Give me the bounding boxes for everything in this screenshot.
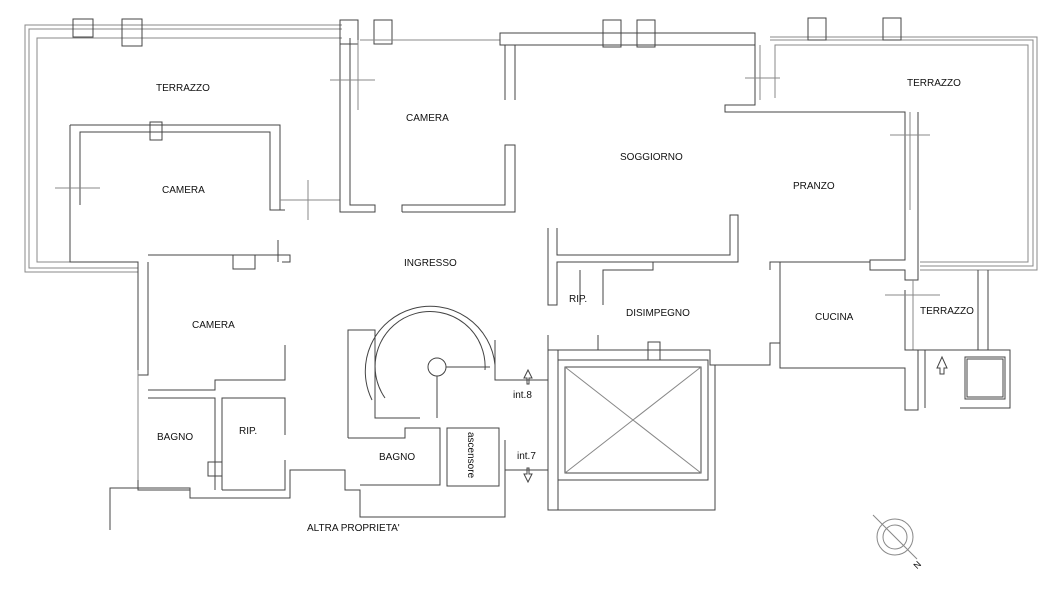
label-altra-proprieta: ALTRA PROPRIETA' (307, 523, 400, 534)
small-terrace-walls (905, 270, 1011, 409)
right-walls (724, 17, 1038, 281)
room-label-camera-bottom: CAMERA (192, 320, 235, 331)
room-label-rip-center: RIP. (569, 294, 588, 305)
room-label-pranzo: PRANZO (793, 181, 835, 192)
stair-walls (347, 305, 716, 511)
room-label-bagno-center: BAGNO (379, 452, 416, 463)
room-label-soggiorno: SOGGIORNO (620, 152, 683, 163)
compass-icon (872, 514, 918, 560)
left-terrace-walls (24, 18, 342, 273)
label-int7: int.7 (517, 451, 536, 462)
center-walls (330, 19, 756, 213)
room-label-ingresso: INGRESSO (404, 258, 457, 269)
room-label-bagno-left: BAGNO (157, 432, 194, 443)
room-label-terrazzo-right: TERRAZZO (907, 78, 961, 89)
room-label-cucina: CUCINA (815, 312, 854, 323)
label-int8: int.8 (513, 390, 532, 401)
camera-bottom-walls (109, 240, 506, 530)
room-label-ascensore: ascensore (465, 432, 476, 479)
room-label-rip-left: RIP. (239, 426, 258, 437)
disimpegno-walls (547, 214, 940, 411)
room-label-terrazzo-small: TERRAZZO (920, 306, 974, 317)
room-label-terrazzo-left: TERRAZZO (156, 83, 210, 94)
room-label-disimpegno: DISIMPEGNO (626, 308, 690, 319)
room-label-camera-top: CAMERA (406, 113, 449, 124)
room-label-camera-left: CAMERA (162, 185, 205, 196)
camera-left-walls (55, 121, 340, 491)
